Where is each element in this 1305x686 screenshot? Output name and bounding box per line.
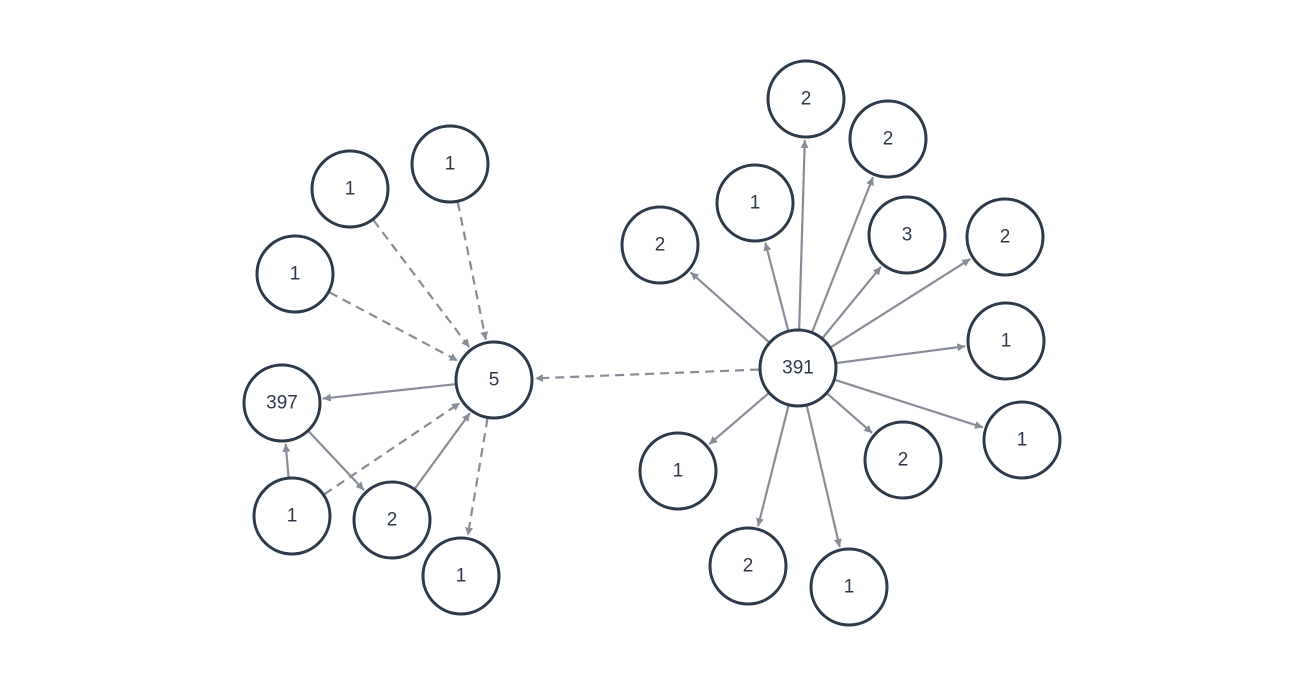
edges-layer bbox=[282, 139, 984, 548]
graph-node[interactable]: 391 bbox=[758, 328, 838, 408]
graph-node[interactable]: 2 bbox=[352, 480, 432, 560]
node-circle[interactable] bbox=[252, 476, 332, 556]
edge-n5-to-n397 bbox=[322, 383, 456, 402]
graph-node[interactable]: 2 bbox=[965, 197, 1045, 277]
node-circle[interactable] bbox=[982, 400, 1062, 480]
edge-n5-to-nL1e bbox=[465, 418, 489, 536]
edge-nL1d-to-n5 bbox=[323, 401, 461, 496]
edge-nL2-to-n5 bbox=[414, 412, 471, 490]
node-circle[interactable] bbox=[715, 163, 795, 243]
edge-n391-to-nR1b bbox=[836, 343, 966, 365]
graph-node[interactable]: 2 bbox=[848, 99, 928, 179]
graph-node[interactable]: 1 bbox=[982, 400, 1062, 480]
edge-nL1b-to-n5 bbox=[456, 201, 489, 341]
edge-n391-to-nR3 bbox=[821, 266, 882, 339]
edge-nL1a-to-n5 bbox=[372, 219, 471, 348]
graph-node[interactable]: 2 bbox=[766, 59, 846, 139]
graph-node[interactable]: 2 bbox=[708, 526, 788, 606]
edge-nL1c-to-n5 bbox=[328, 291, 459, 362]
node-circle[interactable] bbox=[965, 197, 1045, 277]
edge-nL1d-to-n397 bbox=[282, 443, 291, 478]
graph-node[interactable]: 1 bbox=[252, 476, 332, 556]
graph-node[interactable]: 3 bbox=[867, 195, 947, 275]
graph-node[interactable]: 1 bbox=[310, 149, 390, 229]
node-circle[interactable] bbox=[708, 526, 788, 606]
edge-n391-to-nR2b bbox=[811, 176, 875, 333]
node-circle[interactable] bbox=[421, 536, 501, 616]
graph-node[interactable]: 5 bbox=[454, 340, 534, 420]
edge-n391-to-nR2d bbox=[830, 257, 971, 349]
edge-n391-to-nR2e bbox=[826, 392, 873, 434]
graph-node[interactable]: 1 bbox=[715, 163, 795, 243]
graph-node[interactable]: 1 bbox=[410, 124, 490, 204]
node-circle[interactable] bbox=[620, 205, 700, 285]
node-circle[interactable] bbox=[867, 195, 947, 275]
graph-node[interactable]: 1 bbox=[638, 431, 718, 511]
edge-n391-to-nR1d bbox=[708, 392, 770, 446]
node-circle[interactable] bbox=[352, 480, 432, 560]
node-circle[interactable] bbox=[863, 420, 943, 500]
node-circle[interactable] bbox=[766, 59, 846, 139]
node-circle[interactable] bbox=[848, 99, 928, 179]
graph-node[interactable]: 2 bbox=[620, 205, 700, 285]
edge-n391-to-nR2a bbox=[798, 139, 809, 330]
node-circle[interactable] bbox=[255, 234, 335, 314]
graph-node[interactable]: 1 bbox=[966, 301, 1046, 381]
node-circle[interactable] bbox=[242, 363, 322, 443]
graph-node[interactable]: 397 bbox=[242, 363, 322, 443]
graph-node[interactable]: 1 bbox=[255, 234, 335, 314]
edge-n391-to-nR2c bbox=[689, 271, 770, 343]
graph-node[interactable]: 2 bbox=[863, 420, 943, 500]
edge-n391-to-n5 bbox=[534, 368, 760, 383]
edge-n391-to-nR1e bbox=[805, 405, 842, 548]
node-circle[interactable] bbox=[638, 431, 718, 511]
node-circle[interactable] bbox=[809, 547, 889, 627]
edge-n391-to-nR2f bbox=[756, 405, 790, 527]
graph-node[interactable]: 1 bbox=[809, 547, 889, 627]
node-circle[interactable] bbox=[454, 340, 534, 420]
edge-n391-to-nR1a bbox=[763, 242, 790, 331]
graph-node[interactable]: 1 bbox=[421, 536, 501, 616]
node-circle[interactable] bbox=[758, 328, 838, 408]
edge-n391-to-nR1c bbox=[834, 378, 984, 429]
node-circle[interactable] bbox=[310, 149, 390, 229]
edge-n397-to-nL2 bbox=[307, 430, 365, 491]
node-circle[interactable] bbox=[410, 124, 490, 204]
node-circle[interactable] bbox=[966, 301, 1046, 381]
